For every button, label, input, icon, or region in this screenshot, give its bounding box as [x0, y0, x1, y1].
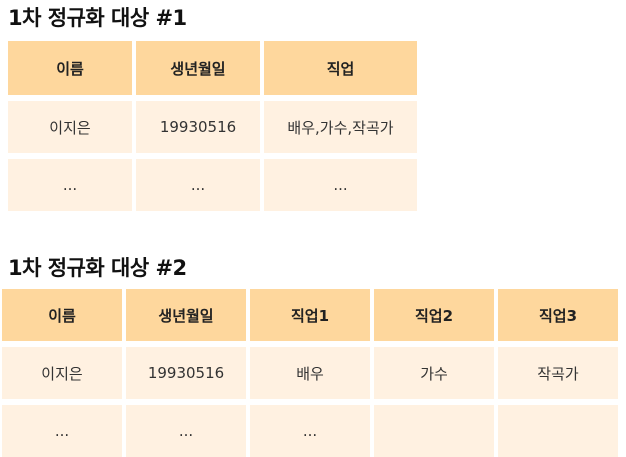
- header-cell-job2: 직업2: [374, 289, 494, 341]
- table-1-title: 1차 정규화 대상 #1: [8, 6, 187, 30]
- table-2: 이름 생년월일 직업1 직업2 직업3 이지은 19930516 배우 가수 작…: [2, 289, 618, 457]
- header-cell-birthdate: 생년월일: [126, 289, 246, 341]
- table-cell: 가수: [374, 347, 494, 399]
- table-cell: ...: [264, 159, 417, 211]
- header-cell-birthdate: 생년월일: [136, 41, 260, 95]
- table-cell: 19930516: [126, 347, 246, 399]
- table-cell: 19930516: [136, 101, 260, 153]
- table-cell: ...: [8, 159, 132, 211]
- table-cell: ...: [2, 405, 122, 457]
- header-cell-name: 이름: [2, 289, 122, 341]
- table-cell: [374, 405, 494, 457]
- table-cell: ...: [126, 405, 246, 457]
- table-cell: 이지은: [8, 101, 132, 153]
- table-cell: 배우,가수,작곡가: [264, 101, 417, 153]
- table-cell: 배우: [250, 347, 370, 399]
- table-2-title: 1차 정규화 대상 #2: [8, 256, 187, 280]
- header-cell-job: 직업: [264, 41, 417, 95]
- table-cell: ...: [136, 159, 260, 211]
- table-cell: 작곡가: [498, 347, 618, 399]
- header-cell-name: 이름: [8, 41, 132, 95]
- table-1: 이름 생년월일 직업 이지은 19930516 배우,가수,작곡가 ... ..…: [8, 41, 417, 211]
- table-cell: [498, 405, 618, 457]
- header-cell-job3: 직업3: [498, 289, 618, 341]
- table-cell: ...: [250, 405, 370, 457]
- header-cell-job1: 직업1: [250, 289, 370, 341]
- table-cell: 이지은: [2, 347, 122, 399]
